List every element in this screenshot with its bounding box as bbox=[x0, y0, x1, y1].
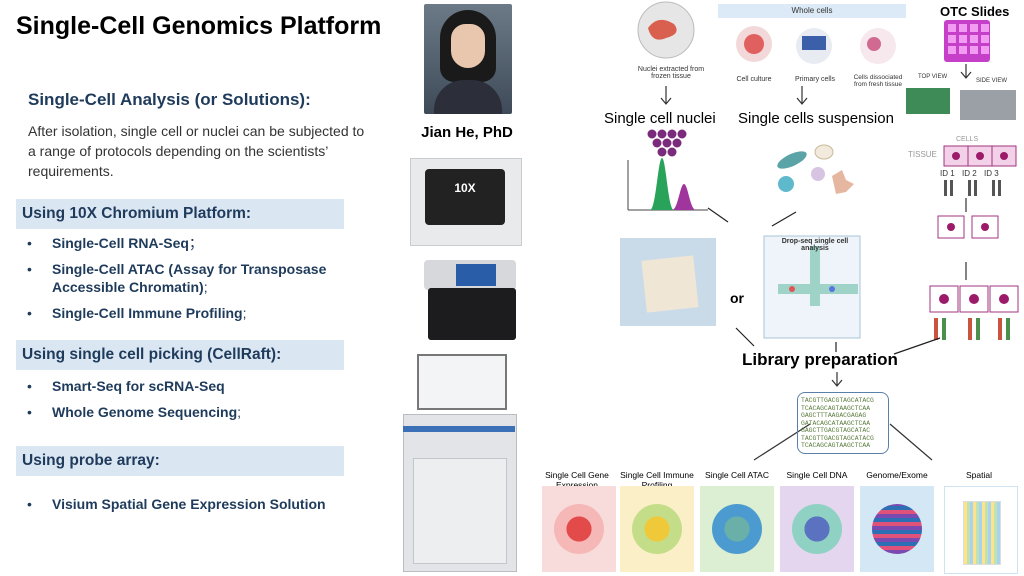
list-item: Single-Cell ATAC (Assay for Transposase … bbox=[27, 260, 348, 296]
tissue-label: TISSUE bbox=[908, 150, 937, 159]
category-label: Spatial bbox=[966, 470, 992, 480]
single-cells-suspension-label: Single cells suspension bbox=[738, 110, 894, 127]
id-label: ID 3 bbox=[984, 169, 999, 178]
cellraft-instrument-image bbox=[395, 352, 525, 572]
primary-cells-caption: Primary cells bbox=[794, 76, 836, 83]
atac-tile bbox=[700, 486, 774, 572]
intro-text: After isolation, single cell or nuclei c… bbox=[28, 123, 365, 179]
category-label: Genome/Exome bbox=[866, 470, 928, 480]
band-10x-chromium: Using 10X Chromium Platform: bbox=[16, 199, 344, 229]
list-item: Single-Cell RNA-Seq； bbox=[27, 234, 348, 252]
sequencer-image bbox=[404, 252, 526, 348]
immune-profiling-tile bbox=[620, 486, 694, 572]
sequence-readout: TACGTTGACGTAGCATACG TCACAGCAGTAAGCTCAA G… bbox=[797, 392, 889, 454]
whole-cells-header: Whole cells bbox=[718, 4, 906, 18]
dropseq-title: Drop-seq single cell analysis bbox=[781, 238, 849, 252]
category-label: Single Cell ATAC bbox=[705, 470, 769, 480]
person-name: Jian He, PhD bbox=[421, 124, 513, 141]
list-probe-protocols: Visium Spatial Gene Expression Solution bbox=[27, 495, 348, 521]
single-cell-nuclei-label: Single cell nuclei bbox=[604, 110, 716, 127]
top-view-label: TOP VIEW bbox=[918, 74, 948, 80]
list-10x-protocols: Single-Cell RNA-Seq； Single-Cell ATAC (A… bbox=[27, 234, 348, 330]
band-cellraft: Using single cell picking (CellRaft): bbox=[16, 340, 344, 370]
list-item: Visium Spatial Gene Expression Solution bbox=[27, 495, 348, 513]
page-title: Single-Cell Genomics Platform bbox=[16, 12, 382, 40]
side-view-label: SIDE VIEW bbox=[976, 78, 1008, 84]
cells-label: CELLS bbox=[956, 136, 979, 143]
genome-exome-tile bbox=[860, 486, 934, 572]
list-item: Whole Genome Sequencing; bbox=[27, 403, 348, 421]
workflow-diagram bbox=[620, 1, 1019, 461]
band-probe-array: Using probe array: bbox=[16, 446, 344, 476]
category-label: Single Cell DNA bbox=[786, 470, 848, 480]
section-heading: Single-Cell Analysis (or Solutions): bbox=[28, 90, 311, 109]
id-label: ID 1 bbox=[940, 169, 955, 178]
or-label: or bbox=[730, 290, 744, 306]
list-item: Single-Cell Immune Profiling; bbox=[27, 304, 348, 322]
cell-culture-caption: Cell culture bbox=[736, 76, 772, 83]
dna-tile bbox=[780, 486, 854, 572]
otc-slides-label: OTC Slides bbox=[940, 4, 1010, 19]
chromium-controller-image: 10X bbox=[410, 158, 522, 246]
library-preparation-label: Library preparation bbox=[742, 350, 898, 369]
nuclei-caption: Nuclei extracted from frozen tissue bbox=[637, 66, 705, 80]
device-logo-text: 10X bbox=[454, 181, 476, 195]
category-label: Single Cell Gene Expression bbox=[545, 470, 609, 490]
dissociated-caption: Cells dissociated from fresh tissue bbox=[853, 74, 903, 88]
portrait-photo bbox=[424, 4, 512, 114]
category-label: Single Cell Immune Profiling bbox=[620, 470, 694, 490]
spatial-tile bbox=[944, 486, 1018, 574]
id-label: ID 2 bbox=[962, 169, 977, 178]
gene-expression-tile bbox=[542, 486, 616, 572]
list-cellraft-protocols: Smart-Seq for scRNA-Seq Whole Genome Seq… bbox=[27, 377, 348, 429]
list-item: Smart-Seq for scRNA-Seq bbox=[27, 377, 348, 395]
